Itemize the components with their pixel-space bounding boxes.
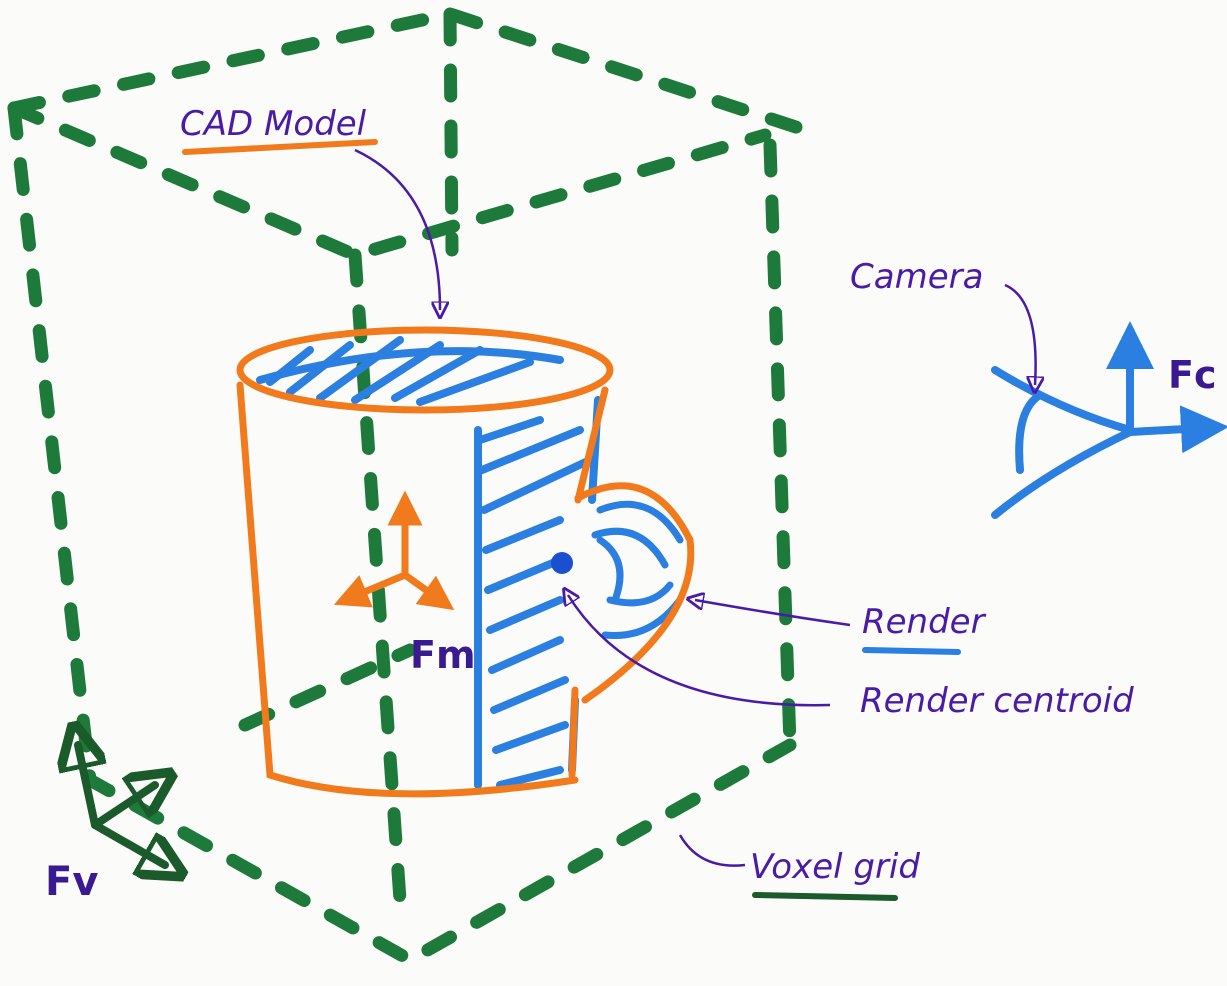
model-frame-axes <box>333 490 455 611</box>
cad-model-underline <box>182 139 378 155</box>
render-side-hatch <box>474 396 602 789</box>
label-frame-camera: Fc <box>1168 353 1216 397</box>
camera-icon <box>991 321 1227 519</box>
render-centroid-point <box>551 552 573 574</box>
cad-model-mug <box>236 326 695 798</box>
annotation-arrows <box>354 148 1036 867</box>
mug-outline <box>236 326 695 798</box>
label-frame-model: Fm <box>410 633 476 677</box>
render-handle-hatch <box>591 500 684 640</box>
voxel-frame-axes <box>78 745 165 865</box>
label-voxel-grid: Voxel grid <box>750 847 920 887</box>
voxel-grid <box>7 7 812 968</box>
voxel-grid-underline <box>752 892 898 901</box>
label-cad-model: CAD Model <box>180 104 367 144</box>
render-underline <box>862 647 961 655</box>
render-top-hatch <box>256 336 564 406</box>
label-render: Render <box>862 602 987 642</box>
label-render-centroid: Render centroid <box>860 681 1134 721</box>
label-frame-voxel: Fv <box>45 859 98 905</box>
label-camera: Camera <box>850 257 983 297</box>
